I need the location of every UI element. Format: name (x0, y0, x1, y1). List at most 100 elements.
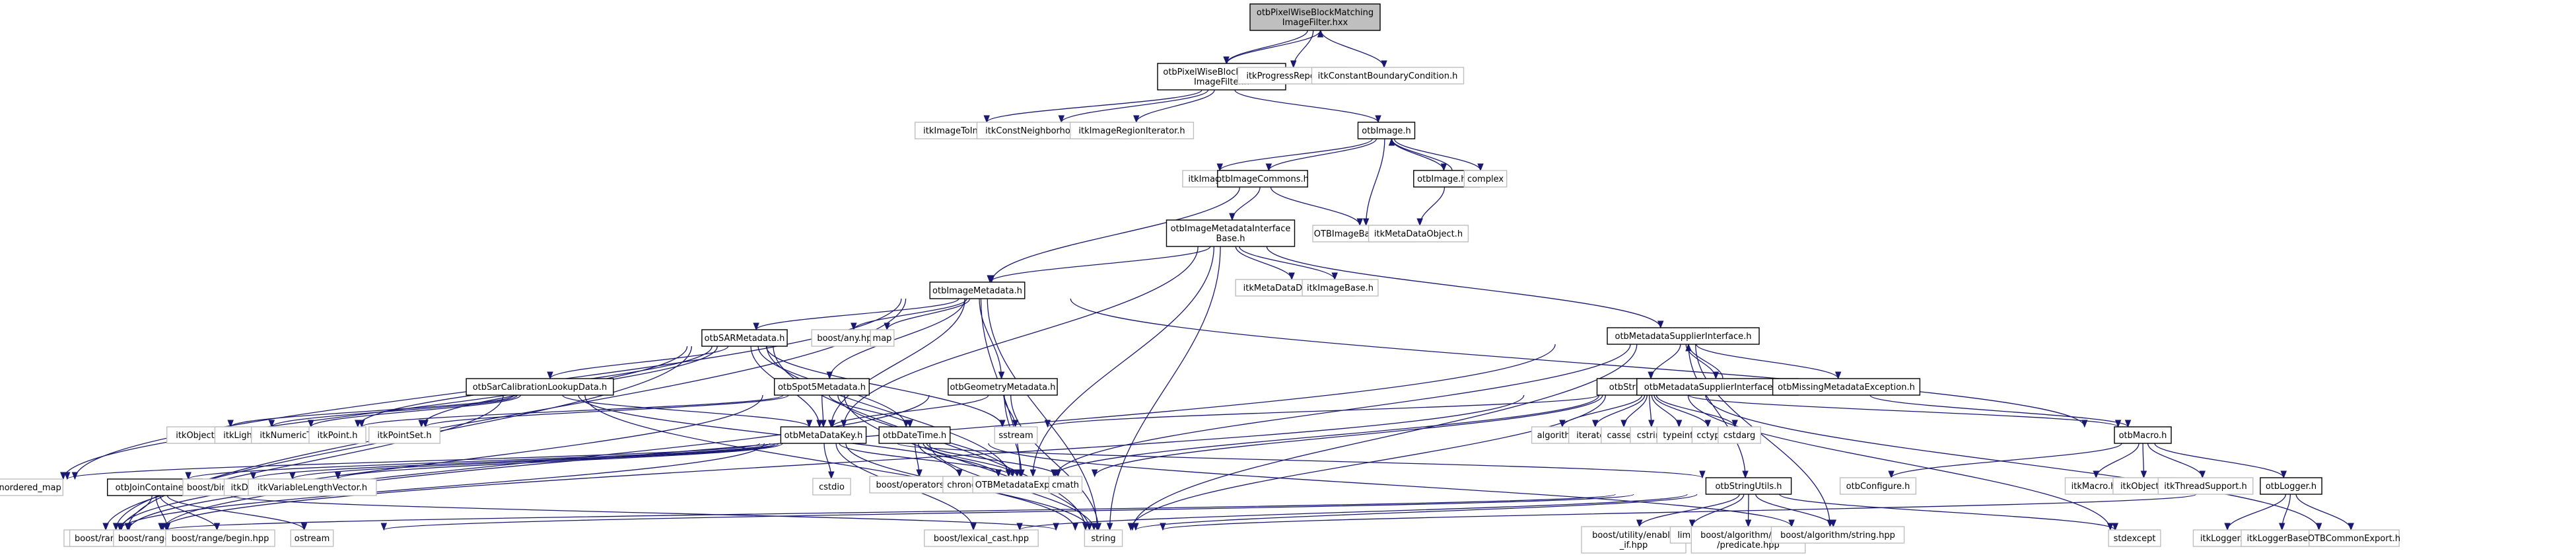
edge-otbStringUtilities-to-stdexcept (1687, 394, 2114, 531)
arrowhead-icon (956, 469, 963, 478)
edge-otbLogger-to-itkLoggerBase (2278, 494, 2291, 531)
arrowhead-icon (422, 420, 429, 428)
node-box (1302, 279, 1379, 297)
edge-otbStringUtilities-to-vector (158, 394, 1525, 531)
edge-otbMetaDataKey-to-cstdio (823, 443, 835, 480)
node-label: boost/operators.hpp (876, 480, 963, 490)
node-box (1770, 526, 1905, 544)
arrowhead-icon (1090, 523, 1097, 531)
node-label: otbConfigure.h (1846, 482, 1910, 492)
node-box (165, 529, 275, 547)
node-otb-image-h[interactable]: otbImage.h (1357, 122, 1416, 139)
node-label: ImageFilter.h (1194, 77, 1249, 87)
node-label: itkMetaDataObject.h (1374, 229, 1463, 239)
node-label: ImageFilter.hxx (1282, 18, 1348, 28)
node-otb-meta-data-key[interactable]: otbMetaDataKey.h (780, 426, 867, 444)
arrowhead-icon (1830, 519, 1836, 528)
edge-otbMacro-to-itkMacro (2093, 443, 2140, 479)
node-otb-metadata-supplier-interface-hxx[interactable]: otbMetadataSupplierInterface.hxx (1636, 378, 1799, 396)
edge-otbStringUtilities-to-sstream (1044, 394, 1599, 428)
node-otb-metadata-supplier-interface[interactable]: otbMetadataSupplierInterface.h (1607, 327, 1760, 345)
edge-otbStringUtils-to-string (1132, 494, 1698, 531)
node-otb-sar-calibration-lookup-data[interactable]: otbSarCalibrationLookupData.h (466, 378, 614, 396)
edge-otbStringUtilities-to-cstring (1648, 394, 1655, 428)
edge-otbSpot5Metadata-to-itkPoint (358, 394, 784, 428)
node-label: _if.hpp (1619, 540, 1648, 550)
arrowhead-icon (289, 472, 296, 480)
edge-otbImageCommons-to-OTBImageBaseExport (1270, 186, 1363, 227)
edge-otbStringUtils-to-boost_enable_if (1636, 494, 1740, 528)
arrowhead-icon (250, 472, 257, 480)
node-stdexcept: stdexcept (2108, 529, 2161, 547)
node-label: itkObject.h (2120, 482, 2167, 492)
node-box (248, 478, 377, 496)
node-otb-missing-metadata-exception[interactable]: otbMissingMetadataException.h (1772, 378, 1921, 396)
edge-otbStringUtils-to-stdexcept (1779, 494, 2119, 531)
node-label: itkMacro.h (2071, 482, 2116, 492)
arrowhead-icon (1053, 523, 1059, 531)
arrowhead-icon (118, 523, 125, 531)
node-otb-sarmetadata[interactable]: otbSARMetadata.h (701, 329, 788, 347)
node-label: iterator (1576, 431, 1609, 441)
arrowhead-icon (2124, 420, 2132, 428)
arrowhead-icon (308, 420, 314, 428)
arrowhead-icon (300, 523, 308, 531)
arrowhead-icon (1106, 523, 1113, 531)
arrowhead-icon (1055, 469, 1061, 478)
node-otb-logger[interactable]: otbLogger.h (2260, 477, 2322, 495)
node-box (0, 478, 63, 496)
node-box (1718, 426, 1761, 444)
arrowhead-icon (841, 420, 847, 428)
node-otb-string-utils[interactable]: otbStringUtils.h (1705, 477, 1792, 495)
edge-otbStringUtils-to-limits (1688, 494, 1745, 528)
node-label: typeinfo (1663, 431, 1698, 441)
node-label: boost/utility/enable (1592, 531, 1675, 540)
edge-otbJoinContainer-to-ostream (166, 495, 308, 531)
node-box (878, 426, 951, 444)
arrowhead-icon (987, 275, 993, 283)
node-itk-constant-boundary-condition: itkConstantBoundaryCondition.h (1311, 67, 1465, 85)
node-label: map (873, 334, 892, 344)
node-label: otbSpot5Metadata.h (778, 383, 866, 392)
arrowhead-icon (2315, 523, 2322, 531)
node-box (1772, 378, 1921, 396)
edge-otbDateTime-to-boost_algorithm_string (988, 443, 1795, 528)
node-otb-image-commons[interactable]: otbImageCommons.h (1216, 170, 1309, 188)
arrowhead-icon (1888, 470, 1895, 479)
node-box (466, 378, 614, 396)
arrowhead-icon (2278, 523, 2285, 531)
edge-otbDateTime-to-chrono (918, 443, 963, 478)
arrowhead-icon (1381, 60, 1387, 69)
node-itk-meta-data-object: itkMetaDataObject.h (1368, 225, 1469, 242)
arrowhead-icon (829, 420, 836, 428)
node-box (1166, 219, 1296, 247)
node-otb-spot5metadata[interactable]: otbSpot5Metadata.h (773, 378, 870, 396)
edge-otbSarCalibrationLookupData-to-string (584, 394, 1079, 531)
node-box (1607, 327, 1760, 345)
node-box (924, 529, 1039, 547)
node-boost-lexical-cast: boost/lexical_cast.hpp (924, 529, 1039, 547)
node-otb-image-metadata[interactable]: otbImageMetadata.h (929, 281, 1026, 299)
edge-otbStringUtilities-to-OTBMetadataExport (1051, 394, 1600, 478)
arrowhead-icon (1477, 163, 1484, 172)
arrowhead-icon (1086, 523, 1093, 531)
node-otb-macro[interactable]: otbMacro.h (2114, 426, 2172, 444)
edge-otbImage_h-to-otbImageCommons (1265, 138, 1377, 172)
edge-otbLogger-to-string (1160, 494, 2197, 531)
edge-otbMissingMetadataException-to-otbMacro (1869, 394, 2132, 428)
node-box (1069, 122, 1195, 139)
edge-otbSARMetadata-to-otbSarCalibrationLookupData (547, 346, 729, 380)
arrowhead-icon (1082, 523, 1089, 531)
arrowhead-icon (355, 420, 361, 428)
node-box (1463, 170, 1508, 188)
edge-otbImageMetadata-to-map (884, 298, 971, 331)
node-boost-algorithm-string: boost/algorithm/string.hpp (1770, 526, 1905, 544)
node-label: otbPixelWiseBlockMatching (1257, 8, 1374, 18)
node-otb-date-time[interactable]: otbDateTime.h (878, 426, 951, 444)
edge-pwbm_h-to-root (1226, 29, 1324, 64)
arrowhead-icon (753, 322, 759, 331)
arrowhead-icon (2112, 523, 2119, 531)
node-otb-geometry-metadata[interactable]: otbGeometryMetadata.h (948, 378, 1058, 396)
